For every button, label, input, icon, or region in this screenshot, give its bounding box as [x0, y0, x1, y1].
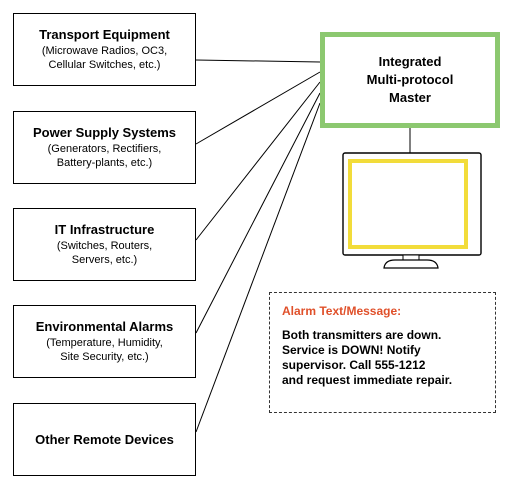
device-title: IT Infrastructure	[54, 222, 155, 237]
device-title: Environmental Alarms	[35, 319, 174, 334]
device-environmental-alarms: Environmental Alarms (Temperature, Humid…	[13, 305, 196, 378]
connector-it	[195, 81, 321, 241]
monitor-stand	[383, 259, 439, 269]
device-title: Power Supply Systems	[32, 125, 177, 140]
device-subtitle: (Generators, Rectifiers, Battery-plants,…	[47, 143, 162, 169]
device-transport-equipment: Transport Equipment (Microwave Radios, O…	[13, 13, 196, 86]
device-it-infrastructure: IT Infrastructure (Switches, Routers, Se…	[13, 208, 196, 281]
alarm-body: Both transmitters are down. Service is D…	[282, 328, 453, 387]
connector-power	[195, 71, 321, 145]
monitor-screen	[348, 159, 468, 249]
alarm-title: Alarm Text/Message:	[282, 304, 402, 318]
alarm-message-box: Alarm Text/Message: Both transmitters ar…	[269, 292, 496, 413]
device-subtitle: (Switches, Routers, Servers, etc.)	[56, 240, 153, 266]
master-label: Integrated Multi-protocol Master	[366, 54, 454, 105]
master-box: Integrated Multi-protocol Master	[320, 32, 500, 128]
monitor-icon	[342, 152, 482, 269]
device-subtitle: (Temperature, Humidity, Site Security, e…	[46, 337, 163, 363]
monitor-bezel	[342, 152, 482, 256]
device-subtitle: (Microwave Radios, OC3, Cellular Switche…	[41, 45, 168, 71]
connector-transport	[195, 59, 321, 63]
device-other-remote-devices: Other Remote Devices	[13, 403, 196, 476]
device-power-supply-systems: Power Supply Systems (Generators, Rectif…	[13, 111, 196, 184]
connector-other	[195, 102, 321, 433]
connector-environmental	[195, 92, 321, 334]
device-title: Transport Equipment	[39, 27, 170, 42]
device-title: Other Remote Devices	[35, 431, 174, 447]
